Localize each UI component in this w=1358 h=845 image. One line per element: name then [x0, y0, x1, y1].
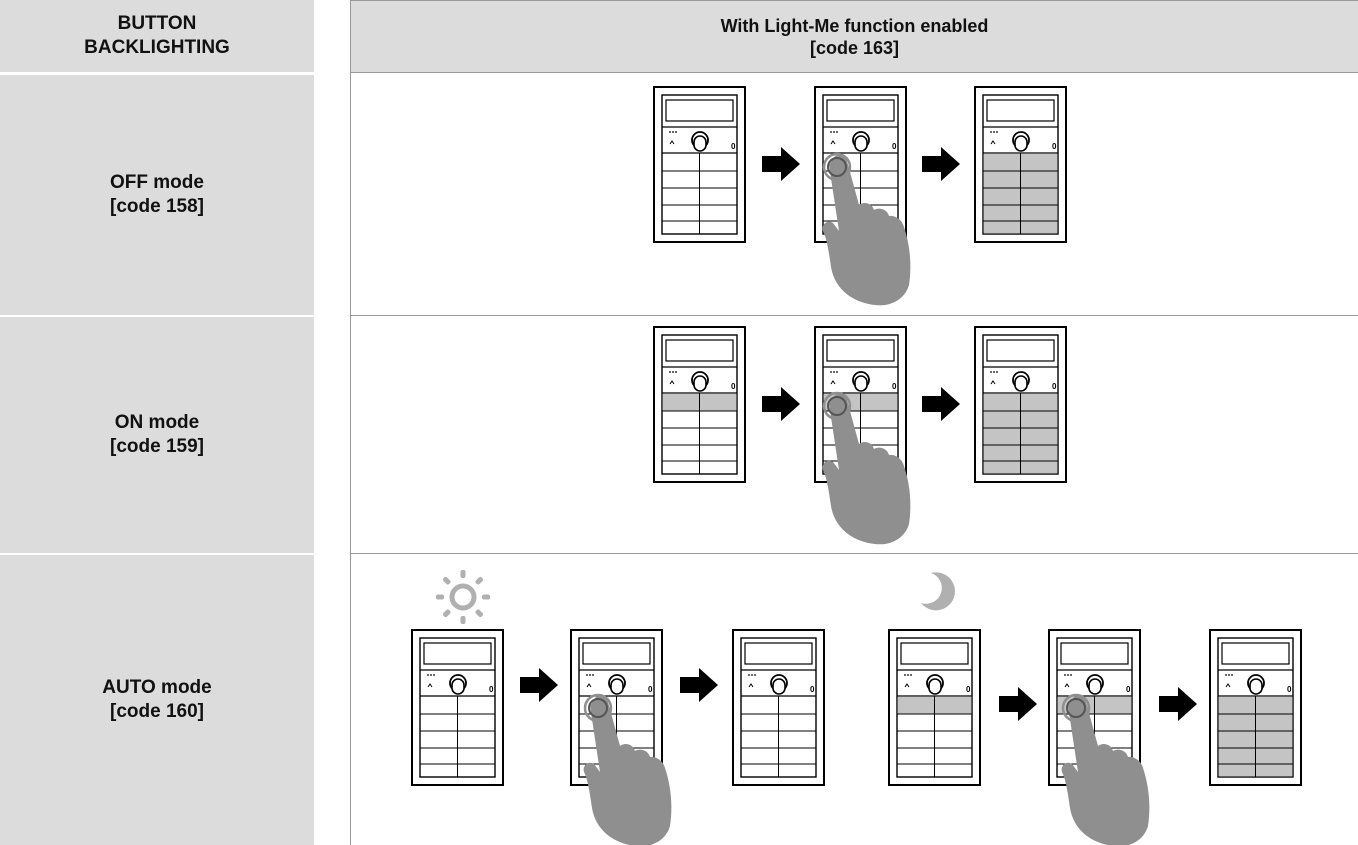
arrow-right-icon [999, 687, 1037, 721]
auto-row-night-sequence [888, 572, 1302, 845]
mode-name: AUTO mode [102, 677, 212, 698]
arrow-right-icon [1159, 687, 1197, 721]
row-off-label: OFF mode [code 158] [0, 75, 314, 315]
arrow-right-icon [520, 668, 558, 702]
mode-code: [code 158] [110, 196, 204, 217]
arrow-right-icon [922, 387, 960, 421]
row-auto-diagram [350, 554, 1358, 845]
lit-keys-overlay [982, 392, 1059, 475]
mode-name: ON mode [114, 412, 200, 433]
lit-keys-overlay [896, 695, 973, 715]
arrow-right-icon [922, 147, 960, 181]
row-on-diagram [350, 316, 1358, 554]
lit-keys-overlay [982, 152, 1059, 235]
arrow-right-icon [680, 668, 718, 702]
mode-name: OFF mode [110, 172, 204, 193]
keypad-panel-icon [411, 629, 504, 786]
arrow-right-icon [762, 387, 800, 421]
mode-code: [code 160] [110, 701, 204, 722]
header-right-line1: With Light-Me function enabled [720, 15, 989, 36]
header-button-backlighting: BUTTON BACKLIGHTING [0, 0, 314, 73]
row-auto-label: AUTO mode [code 160] [0, 555, 314, 845]
on-row-sequence [653, 326, 1067, 546]
row-on-label: ON mode [code 159] [0, 317, 314, 553]
lit-keys-overlay [661, 392, 738, 412]
moon-icon [921, 572, 955, 611]
header-left-line1: BUTTON [117, 13, 197, 34]
sun-icon [436, 570, 490, 624]
row-off-diagram [350, 73, 1358, 316]
keypad-panel-icon [653, 86, 746, 243]
arrow-right-icon [762, 147, 800, 181]
header-light-me: With Light-Me function enabled [code 163… [350, 0, 1358, 73]
lit-keys-overlay [1217, 695, 1294, 778]
auto-row-day-sequence [411, 570, 825, 845]
off-row-sequence [653, 86, 1067, 307]
mode-code: [code 159] [110, 436, 204, 457]
keypad-panel-icon [732, 629, 825, 786]
header-left-line2: BACKLIGHTING [84, 37, 230, 58]
header-right-line2: [code 163] [809, 37, 900, 58]
